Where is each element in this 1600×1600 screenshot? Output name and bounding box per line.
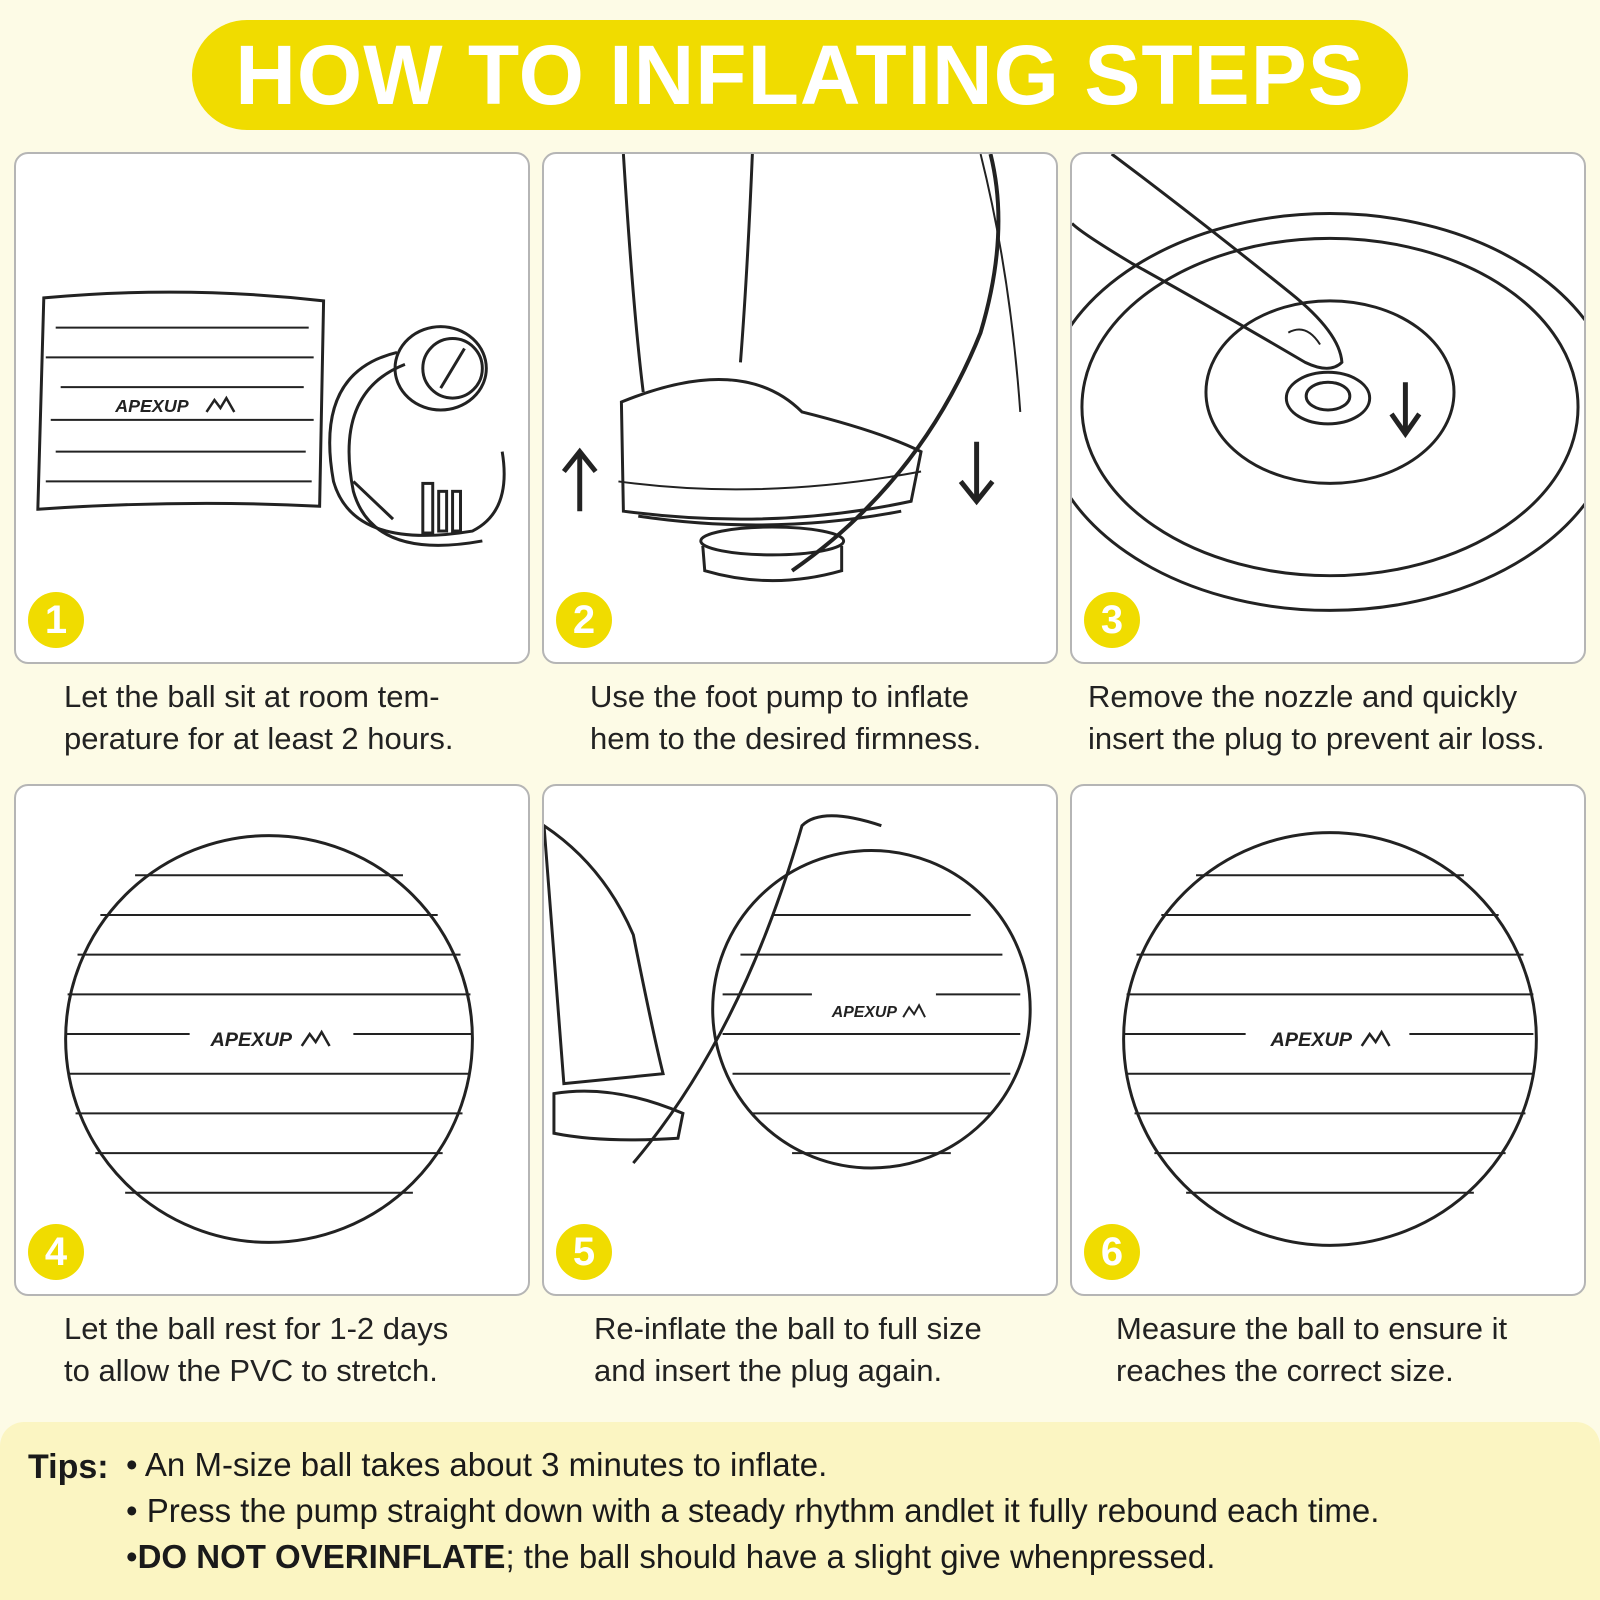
title-banner: HOW TO INFLATING STEPS (192, 20, 1408, 130)
step-2-panel: 2 (542, 152, 1058, 664)
tips-label: Tips: (28, 1448, 109, 1486)
step-4-panel: APEXUP 4 (14, 784, 530, 1296)
step-6-panel: APEXUP 6 (1070, 784, 1586, 1296)
tips-box: Tips: • An M-size ball takes about 3 min… (0, 1422, 1600, 1600)
tip-2-bullet: • (126, 1492, 138, 1529)
page-title: HOW TO INFLATING STEPS (235, 27, 1365, 122)
step-4-caption: Let the ball rest for 1-2 days to allow … (64, 1308, 448, 1392)
step-5-caption-line-1: Re-inflate the ball to full size (594, 1311, 982, 1346)
step-6-caption: Measure the ball to ensure it reaches th… (1116, 1308, 1507, 1392)
ball-package-and-pump-illustration: APEXUP (36, 290, 506, 547)
step-3-caption-line-2: insert the plug to prevent air loss. (1088, 721, 1545, 756)
tip-2-text: Press the pump straight down with a stea… (146, 1492, 1380, 1529)
foot-pump-illustration (561, 154, 1022, 583)
step-3-caption-line-1: Remove the nozzle and quickly (1088, 679, 1518, 714)
tip-2: • Press the pump straight down with a st… (126, 1492, 1379, 1530)
step-5-caption: Re-inflate the ball to full size and ins… (594, 1308, 982, 1392)
brand-logo: APEXUP (831, 1004, 898, 1021)
step-6-caption-line-2: reaches the correct size. (1116, 1353, 1454, 1388)
step-4-badge: 4 (28, 1224, 84, 1280)
tip-3-text: ; the ball should have a slight give whe… (505, 1538, 1216, 1575)
step-4-caption-line-2: to allow the PVC to stretch. (64, 1353, 438, 1388)
step-5-panel: APEXUP 5 (542, 784, 1058, 1296)
step-6-badge: 6 (1084, 1224, 1140, 1280)
step-2-caption: Use the foot pump to inflate hem to the … (590, 676, 981, 760)
step-1-caption: Let the ball sit at room tem- perature f… (64, 676, 453, 760)
exercise-ball-illustration: APEXUP (64, 834, 474, 1244)
tip-3-warning: DO NOT OVERINFLATE (137, 1538, 506, 1575)
step-1-badge: 1 (28, 592, 84, 648)
brand-logo: APEXUP (1269, 1029, 1352, 1051)
step-1-caption-line-2: perature for at least 2 hours. (64, 721, 454, 756)
tip-3: •DO NOT OVERINFLATE; the ball should hav… (126, 1538, 1215, 1576)
step-6-caption-line-1: Measure the ball to ensure it (1116, 1311, 1508, 1346)
tip-3-bullet: • (126, 1538, 138, 1575)
step-3-badge: 3 (1084, 592, 1140, 648)
tip-1-bullet: • (126, 1446, 138, 1483)
brand-logo: APEXUP (209, 1029, 292, 1051)
step-5-caption-line-2: and insert the plug again. (594, 1353, 943, 1388)
step-2-caption-line-1: Use the foot pump to inflate (590, 679, 970, 714)
step-1-caption-line-1: Let the ball sit at room tem- (64, 679, 440, 714)
step-4-caption-line-1: Let the ball rest for 1-2 days (64, 1311, 449, 1346)
step-2-badge: 2 (556, 592, 612, 648)
measured-ball-illustration: APEXUP (1122, 831, 1538, 1247)
plug-insertion-illustration (1072, 154, 1584, 612)
tip-1: • An M-size ball takes about 3 minutes t… (126, 1446, 827, 1484)
reinflate-ball-illustration: APEXUP (544, 814, 1032, 1170)
step-5-badge: 5 (556, 1224, 612, 1280)
brand-logo: APEXUP (114, 396, 188, 416)
step-2-caption-line-2: hem to the desired firmness. (590, 721, 982, 756)
step-3-panel: 3 (1070, 152, 1586, 664)
tip-1-text: An M-size ball takes about 3 minutes to … (144, 1446, 828, 1483)
step-1-panel: APEXUP 1 (14, 152, 530, 664)
step-3-caption: Remove the nozzle and quickly insert the… (1088, 676, 1545, 760)
